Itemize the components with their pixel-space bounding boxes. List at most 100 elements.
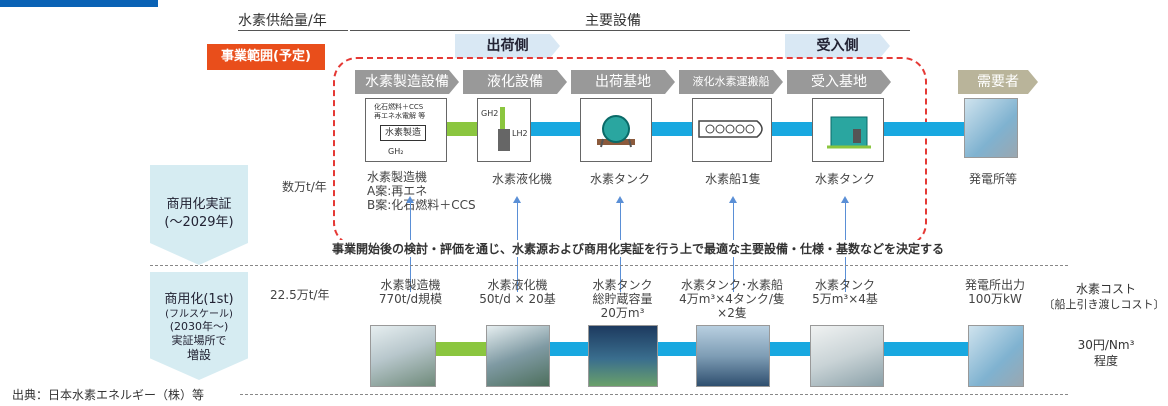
stage-receiving-base-label: 受入基地 bbox=[811, 74, 867, 90]
cost-title: 水素コスト bbox=[1075, 282, 1136, 296]
stage-carrier: 液化水素運搬船 bbox=[679, 70, 783, 94]
source-credit: 出典：日本水素エネルギー（株）等 bbox=[12, 386, 209, 403]
pipe-production-liquefaction bbox=[446, 122, 478, 136]
pipe-receiving-consumer bbox=[882, 122, 964, 136]
receiving-side-tag: 受入側 bbox=[785, 34, 890, 58]
commercial-tank-line2: 総貯蔵容量 bbox=[592, 292, 653, 306]
supply-header: 水素供給量/年 bbox=[238, 13, 327, 29]
commercial-ship-line2: 4万m³×4タンク/隻 bbox=[679, 292, 785, 306]
scope-badge: 事業範囲(予定) bbox=[207, 44, 325, 70]
demo-phase-label-1: 商用化実証 bbox=[166, 197, 232, 212]
commercial-production-line1: 水素製造機 bbox=[380, 278, 441, 292]
production-note1: 化石燃料＋CCS bbox=[374, 103, 424, 111]
production-gh2: GH₂ bbox=[388, 147, 404, 156]
tank-icon bbox=[597, 115, 635, 148]
tank-yard-photo bbox=[588, 325, 658, 387]
commercial-pipe-1 bbox=[428, 342, 486, 356]
equipment-header-underline bbox=[350, 30, 910, 31]
demo-ship-label: 水素船1隻 bbox=[705, 172, 761, 186]
commercial-receiving-label: 水素タンク 5万m³×4基 bbox=[795, 278, 895, 306]
commercial-label-1: 商用化(1st) bbox=[164, 292, 234, 307]
stage-production-label: 水素製造設備 bbox=[365, 74, 449, 90]
production-note2: 再エネ水電解 等 bbox=[374, 112, 426, 120]
card-hydrogen-production: 化石燃料＋CCS 再エネ水電解 等 水素製造 GH₂ bbox=[365, 98, 447, 162]
commercial-ship-line3: ×2隻 bbox=[717, 306, 747, 320]
liq-lh2: LH2 bbox=[512, 129, 528, 138]
card-carrier-ship bbox=[692, 98, 772, 162]
commercial-receiving-line1: 水素タンク bbox=[814, 278, 875, 292]
stage-consumer-label: 需要者 bbox=[977, 74, 1019, 90]
commercial-tank-line3: 20万m³ bbox=[600, 306, 645, 320]
top-banner bbox=[0, 0, 158, 7]
lh2-carrier-photo bbox=[696, 325, 770, 387]
liq-gh2: GH2 bbox=[481, 109, 499, 118]
commercial-tank-label: 水素タンク 総貯蔵容量 20万m³ bbox=[575, 278, 670, 320]
production-box: 水素製造 bbox=[380, 125, 426, 141]
demo-production-label: 水素製造機 A案:再エネ B案:化石燃料＋CCS bbox=[357, 170, 477, 212]
shipping-side-label: 出荷側 bbox=[486, 38, 529, 54]
shipping-side-tag: 出荷側 bbox=[455, 34, 560, 58]
commercial-label-3: (2030年～) bbox=[169, 320, 229, 333]
card-receiving-tank bbox=[812, 98, 884, 162]
stage-liquefaction-label: 液化設備 bbox=[487, 74, 543, 90]
ship-icon bbox=[698, 120, 763, 138]
commercial-production-label: 水素製造機 770t/d規模 bbox=[363, 278, 458, 306]
footer-separator bbox=[240, 394, 1068, 395]
commercial-liquefier-label: 水素液化機 50t/d × 20基 bbox=[470, 278, 565, 306]
demo-production-line1: 水素製造機 bbox=[367, 170, 428, 184]
commercial-liquefier-line2: 50t/d × 20基 bbox=[479, 292, 556, 306]
liquefaction-plant-photo bbox=[486, 325, 550, 387]
stage-liquefaction: 液化設備 bbox=[463, 70, 567, 94]
pipe-tank-ship bbox=[650, 122, 692, 136]
demo-production-line3: B案:化石燃料＋CCS bbox=[367, 198, 476, 212]
commercial-label-2: (フルスケール) bbox=[165, 309, 233, 320]
commercial-production-line2: 770t/d規模 bbox=[378, 292, 443, 306]
receiving-tank-icon bbox=[827, 116, 871, 149]
stage-shipping-base: 出荷基地 bbox=[571, 70, 675, 94]
liquefier-icon bbox=[498, 129, 510, 151]
commercial-label-5: 増設 bbox=[186, 348, 211, 362]
commercial-pipe-4 bbox=[768, 342, 810, 356]
phase-separator bbox=[150, 265, 1068, 266]
demo-tank-label: 水素タンク bbox=[589, 172, 650, 186]
liq-inlet-pipe bbox=[500, 107, 505, 129]
commercial-power-line2: 100万kW bbox=[968, 292, 1022, 306]
commercial-tank-line1: 水素タンク bbox=[592, 278, 653, 292]
stage-shipping-base-label: 出荷基地 bbox=[595, 74, 651, 90]
demo-phase-label-2: (～2029年) bbox=[164, 215, 234, 230]
card-shipping-tank bbox=[580, 98, 652, 162]
pipe-liquefaction-tank bbox=[528, 122, 580, 136]
commercial-liquefier-line1: 水素液化機 bbox=[487, 278, 548, 292]
scope-badge-label: 事業範囲(予定) bbox=[221, 49, 311, 64]
stage-consumer: 需要者 bbox=[958, 70, 1038, 94]
commercial-supply: 22.5万t/年 bbox=[270, 288, 330, 302]
power-plant-photo bbox=[968, 325, 1024, 387]
commercial-pipe-3 bbox=[656, 342, 696, 356]
demo-power-plant-label: 発電所等 bbox=[968, 172, 1017, 186]
demo-phase-block: 商用化実証 (～2029年) bbox=[150, 165, 248, 265]
cost-value: 30円/Nm³ bbox=[1077, 338, 1135, 352]
cost-note: 〔船上引き渡しコスト〕 bbox=[1043, 298, 1165, 311]
demo-production-line2: A案:再エネ bbox=[367, 184, 428, 198]
receiving-terminal-photo bbox=[810, 325, 884, 387]
stage-production: 水素製造設備 bbox=[355, 70, 459, 94]
commercial-ship-label: 水素タンク･水素船 4万m³×4タンク/隻 ×2隻 bbox=[672, 278, 792, 320]
demo-liquefier-label: 水素液化機 bbox=[491, 172, 552, 186]
demo-receiving-tank-label: 水素タンク bbox=[814, 172, 875, 186]
card-liquefaction: GH2 LH2 bbox=[477, 98, 531, 162]
commercial-pipe-2 bbox=[548, 342, 588, 356]
commercial-phase-block: 商用化(1st) (フルスケール) (2030年～) 実証場所で 増設 bbox=[150, 272, 248, 380]
decision-note: 事業開始後の検討・評価を通じ、水素源および商用化実証を行う上で最適な主要設備・仕… bbox=[332, 240, 1052, 257]
production-facility-photo bbox=[370, 325, 436, 387]
commercial-power-label: 発電所出力 100万kW bbox=[955, 278, 1035, 306]
commercial-label-4: 実証場所で bbox=[171, 334, 227, 347]
stage-carrier-label: 液化水素運搬船 bbox=[692, 75, 770, 88]
commercial-power-line1: 発電所出力 bbox=[964, 278, 1025, 292]
power-plant-photo-demo bbox=[964, 98, 1018, 158]
commercial-pipe-5 bbox=[882, 342, 968, 356]
receiving-side-label: 受入側 bbox=[816, 38, 859, 54]
supply-header-underline bbox=[238, 30, 348, 31]
commercial-receiving-line2: 5万m³×4基 bbox=[812, 292, 878, 306]
commercial-ship-line1: 水素タンク･水素船 bbox=[680, 278, 783, 292]
cost-suffix: 程度 bbox=[1093, 354, 1118, 368]
